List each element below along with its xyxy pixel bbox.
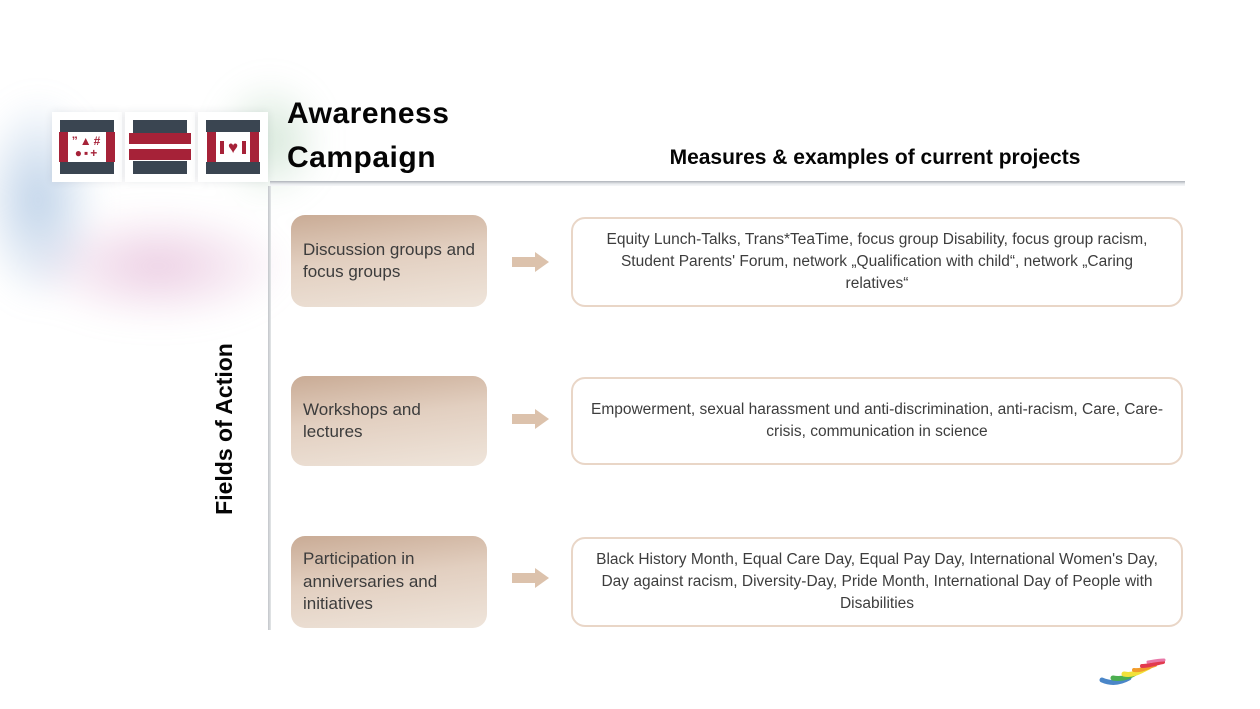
logo-tile-symbols: ”▲# ●▪+: [52, 112, 122, 182]
examples-text: Equity Lunch-Talks, Trans*TeaTime, focus…: [606, 231, 1148, 292]
red-stripe: [129, 133, 191, 145]
horizontal-divider: [270, 181, 1185, 186]
logo-tile-heart: ♥: [198, 112, 268, 182]
navy-bar: [133, 161, 187, 174]
right-block-arrow-icon: [512, 252, 550, 272]
heart-icon: ♥: [227, 137, 239, 157]
examples-box: Black History Month, Equal Care Day, Equ…: [571, 537, 1183, 627]
red-tick: [219, 140, 224, 154]
measures-column-heading: Measures & examples of current projects: [669, 146, 1081, 169]
examples-text: Empowerment, sexual harassment und anti-…: [591, 401, 1163, 440]
slide-title-line2: Campaign: [287, 141, 437, 174]
red-bar: [106, 132, 116, 162]
examples-box: Empowerment, sexual harassment und anti-…: [571, 377, 1183, 465]
field-box-label: Workshops and lectures: [303, 399, 421, 441]
field-box: Workshops and lectures: [291, 376, 487, 466]
rainbow-swoosh-icon: [1099, 658, 1166, 685]
field-box-label: Discussion groups and focus groups: [303, 239, 475, 281]
red-bar: [206, 132, 216, 162]
field-box: Participation in anniversaries and initi…: [291, 536, 487, 628]
right-block-arrow-icon: [512, 409, 550, 429]
red-bar: [58, 132, 68, 162]
university-equity-logo: ”▲# ●▪+ ♥: [52, 112, 268, 182]
pastel-glow-background: [0, 50, 350, 350]
red-bar: [250, 132, 260, 162]
navy-bar: [60, 120, 114, 132]
examples-box: Equity Lunch-Talks, Trans*TeaTime, focus…: [571, 217, 1183, 307]
symbols-glyphs-top: ”▲#: [71, 134, 103, 148]
slide-title: Awareness Campaign: [287, 92, 449, 180]
examples-text: Black History Month, Equal Care Day, Equ…: [596, 551, 1158, 612]
fields-of-action-label: Fields of Action: [211, 343, 237, 515]
navy-bar: [133, 120, 187, 133]
right-block-arrow-icon: [512, 568, 550, 588]
red-stripe: [129, 149, 191, 161]
field-box: Discussion groups and focus groups: [291, 215, 487, 307]
field-box-label: Participation in anniversaries and initi…: [303, 549, 438, 614]
navy-bar: [206, 120, 260, 132]
navy-bar: [60, 162, 114, 174]
slide-title-line1: Awareness: [287, 97, 450, 130]
symbols-glyphs-bottom: ●▪+: [74, 146, 100, 160]
vertical-divider: [268, 186, 271, 630]
logo-tile-stripes: [125, 112, 195, 182]
red-tick: [242, 140, 247, 154]
navy-bar: [206, 162, 260, 174]
